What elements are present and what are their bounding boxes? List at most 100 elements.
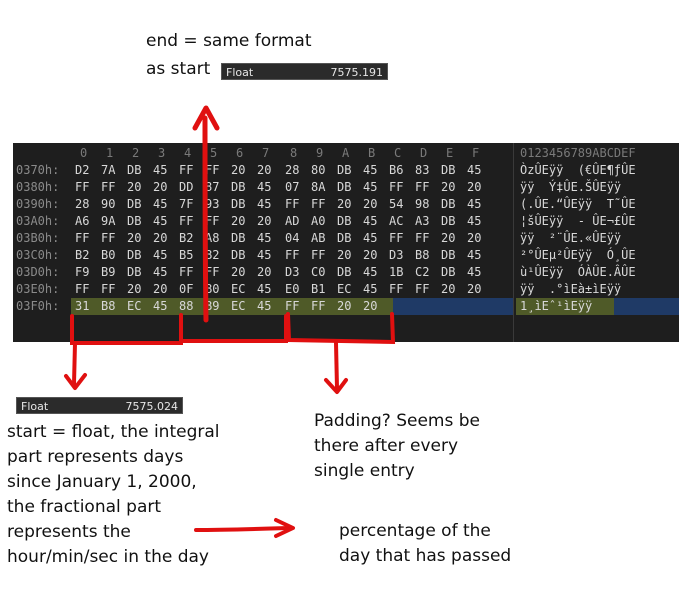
hex-byte[interactable]: FF	[311, 299, 326, 313]
hex-byte[interactable]: 20	[467, 180, 482, 194]
hex-byte[interactable]: 20	[153, 282, 168, 296]
hex-byte[interactable]: E0	[285, 282, 300, 296]
hex-byte[interactable]: 45	[467, 163, 482, 177]
hex-byte[interactable]: 87	[205, 180, 220, 194]
hex-byte[interactable]: 20	[231, 163, 246, 177]
hex-byte[interactable]: 45	[363, 282, 378, 296]
hex-byte[interactable]: 20	[127, 282, 142, 296]
hex-byte[interactable]: FF	[415, 180, 430, 194]
hex-byte[interactable]: D2	[75, 163, 90, 177]
hex-byte[interactable]: 20	[153, 231, 168, 245]
hex-byte[interactable]: 45	[467, 197, 482, 211]
hex-byte[interactable]: EC	[231, 299, 246, 313]
hex-byte[interactable]: DB	[231, 231, 246, 245]
hex-byte[interactable]: 88	[179, 299, 194, 313]
hex-byte[interactable]: 1B	[389, 265, 404, 279]
hex-byte[interactable]: DB	[337, 180, 352, 194]
hex-byte[interactable]: FF	[205, 214, 220, 228]
hex-byte[interactable]: DB	[127, 197, 142, 211]
hex-byte[interactable]: FF	[415, 282, 430, 296]
hex-byte[interactable]: 20	[467, 231, 482, 245]
hex-byte[interactable]: B8	[101, 299, 116, 313]
hex-byte[interactable]: DB	[127, 214, 142, 228]
hex-byte[interactable]: 20	[363, 248, 378, 262]
hex-byte[interactable]: 45	[257, 197, 272, 211]
hex-byte[interactable]: 20	[441, 180, 456, 194]
hex-byte[interactable]: FF	[205, 163, 220, 177]
hex-byte[interactable]: 20	[337, 248, 352, 262]
ascii-text[interactable]: ²°ÛEµ²ÛEÿÿ Ó¸ÛE	[520, 248, 636, 262]
hex-byte[interactable]: FF	[311, 197, 326, 211]
hex-byte[interactable]: FF	[285, 248, 300, 262]
ascii-text[interactable]: ÿÿ ²¨ÛE.«ÛEÿÿ	[520, 231, 636, 245]
hex-byte[interactable]: 45	[467, 248, 482, 262]
ascii-text[interactable]: (.ÛE.“ÛEÿÿ T˜ÛE	[520, 197, 636, 211]
hex-byte[interactable]: 20	[363, 197, 378, 211]
hex-byte[interactable]: 0F	[179, 282, 194, 296]
ascii-text[interactable]: ÒzÛEÿÿ (€ÛE¶ƒÛE	[520, 163, 636, 177]
hex-byte[interactable]: 45	[467, 265, 482, 279]
hex-byte[interactable]: 7A	[101, 163, 116, 177]
hex-byte[interactable]: EC	[337, 282, 352, 296]
hex-byte[interactable]: AD	[285, 214, 300, 228]
hex-byte[interactable]: 9A	[101, 214, 116, 228]
hex-byte[interactable]: DB	[127, 163, 142, 177]
hex-byte[interactable]: B2	[205, 248, 220, 262]
hex-byte[interactable]: A0	[311, 214, 326, 228]
hex-byte[interactable]: DB	[441, 163, 456, 177]
hex-byte[interactable]: B9	[205, 299, 220, 313]
hex-byte[interactable]: 20	[441, 282, 456, 296]
hex-byte[interactable]: 54	[389, 197, 404, 211]
hex-byte[interactable]: 45	[153, 299, 168, 313]
hex-byte[interactable]: 8A	[311, 180, 326, 194]
hex-byte[interactable]: DB	[337, 231, 352, 245]
hex-byte[interactable]: F9	[75, 265, 90, 279]
hex-byte[interactable]: B0	[101, 248, 116, 262]
hex-byte[interactable]: DB	[441, 197, 456, 211]
hex-byte[interactable]: 45	[153, 163, 168, 177]
hex-byte[interactable]: EC	[127, 299, 142, 313]
hex-byte[interactable]: FF	[205, 265, 220, 279]
hex-byte[interactable]: 93	[205, 197, 220, 211]
hex-byte[interactable]: D3	[285, 265, 300, 279]
hex-byte[interactable]: FF	[101, 231, 116, 245]
hex-byte[interactable]: DB	[337, 163, 352, 177]
hex-byte[interactable]: 83	[415, 163, 430, 177]
hex-byte[interactable]: 45	[153, 214, 168, 228]
hex-byte[interactable]: DB	[337, 214, 352, 228]
hex-byte[interactable]: FF	[389, 231, 404, 245]
hex-byte[interactable]: B2	[179, 231, 194, 245]
hex-byte[interactable]: 07	[285, 180, 300, 194]
hex-byte[interactable]: DB	[441, 265, 456, 279]
hex-byte[interactable]: 20	[467, 282, 482, 296]
ascii-text[interactable]: ÿÿ Ý‡ÛE.ŠÛEÿÿ	[520, 180, 636, 194]
ascii-text[interactable]: 1¸ìEˆ¹ìEÿÿ	[520, 299, 607, 313]
hex-byte[interactable]: FF	[75, 282, 90, 296]
hex-byte[interactable]: FF	[285, 197, 300, 211]
hex-byte[interactable]: B5	[179, 248, 194, 262]
hex-byte[interactable]: DB	[231, 197, 246, 211]
hex-byte[interactable]: 04	[285, 231, 300, 245]
hex-byte[interactable]: 31	[75, 299, 90, 313]
hex-byte[interactable]: B2	[75, 248, 90, 262]
hex-byte[interactable]: FF	[179, 265, 194, 279]
hex-byte[interactable]: FF	[389, 282, 404, 296]
hex-byte[interactable]: 45	[363, 163, 378, 177]
hex-byte[interactable]: 20	[153, 180, 168, 194]
hex-byte[interactable]: D3	[389, 248, 404, 262]
hex-byte[interactable]: FF	[75, 180, 90, 194]
hex-byte[interactable]: FF	[75, 231, 90, 245]
hex-byte[interactable]: 45	[363, 214, 378, 228]
hex-byte[interactable]: B8	[415, 248, 430, 262]
ascii-text[interactable]: ¦šÛEÿÿ - ÛE¬£ÛE	[520, 214, 636, 228]
hex-byte[interactable]: 7F	[179, 197, 194, 211]
hex-byte[interactable]: 45	[257, 248, 272, 262]
hex-byte[interactable]: AC	[389, 214, 404, 228]
hex-byte[interactable]: DD	[179, 180, 194, 194]
hex-byte[interactable]: DB	[337, 265, 352, 279]
